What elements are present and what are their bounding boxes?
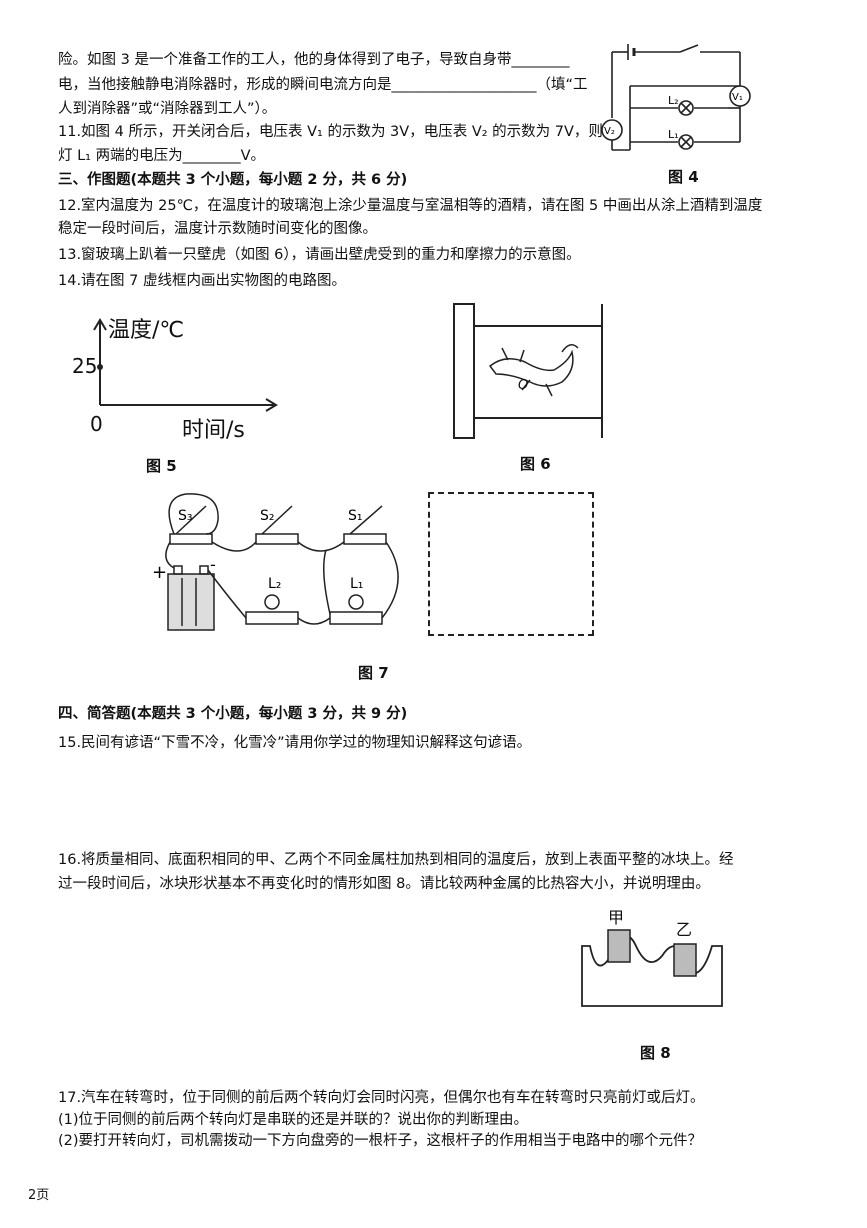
fig6-point-o: O — [518, 378, 529, 393]
fig7-label-s2: S₂ — [260, 508, 275, 524]
fig7-label-l2: L₂ — [268, 576, 281, 592]
fig8-caption: 图 8 — [640, 1044, 671, 1062]
metal-jia — [607, 929, 631, 963]
fig4-label-v2: V₂ — [604, 126, 615, 137]
q17-line-1: 17.汽车在转弯时，位于同侧的前后两个转向灯会同时闪亮，但偶尔也有车在转弯时只亮… — [58, 1090, 705, 1106]
q16-line-2: 过一段时间后，冰块形状基本不再变化时的情形如图 8。请比较两种金属的比热容大小，… — [58, 876, 710, 892]
figure-5-axes — [93, 318, 278, 412]
fig4-label-l1: L₁ — [668, 128, 679, 141]
fig7-caption: 图 7 — [358, 664, 389, 682]
fig4-label-v1: V₁ — [732, 92, 743, 103]
q12-line-2: 稳定一段时间后，温度计示数随时间变化的图像。 — [58, 221, 377, 237]
fig6-caption: 图 6 — [520, 455, 551, 473]
fig7-label-s1: S₁ — [348, 508, 363, 524]
figure-4-circuit: L₂ L₁ V₁ V₂ — [601, 44, 751, 151]
fig7-minus-terminal: - — [210, 555, 216, 574]
q11-line-1: 11.如图 4 所示，开关闭合后，电压表 V₁ 的示数为 3V，电压表 V₂ 的… — [58, 124, 603, 140]
metal-yi — [673, 943, 697, 977]
q17-line-3: (2)要打开转向灯，司机需拨动一下方向盘旁的一根杆子，这根杆子的作用相当于电路中… — [58, 1133, 703, 1149]
q11-line-2: 灯 L₁ 两端的电压为________V。 — [58, 148, 266, 164]
section-4-heading: 四、简答题(本题共 3 个小题，每小题 3 分，共 9 分) — [58, 706, 408, 722]
fig7-label-l1: L₁ — [350, 576, 363, 592]
q10-line-3: 人到消除器”或“消除器到工人”）。 — [58, 101, 277, 117]
page-number: 2页 — [28, 1188, 50, 1203]
q10-line-2: 电，当他接触静电消除器时，形成的瞬间电流方向是_________________… — [58, 77, 588, 93]
q12-line-1: 12.室内温度为 25℃，在温度计的玻璃泡上涂少量温度与室温相等的酒精，请在图 … — [58, 198, 763, 214]
fig7-plus-terminal: + — [152, 562, 167, 583]
fig5-y-tick-25: 25 — [72, 354, 98, 378]
fig5-origin: 0 — [90, 412, 103, 436]
fig5-y-label: 温度/℃ — [108, 318, 185, 343]
q17-line-2: (1)位于同侧的前后两个转向灯是串联的还是并联的？说出你的判断理由。 — [58, 1112, 529, 1128]
fig7-answer-box[interactable] — [428, 492, 594, 636]
fig8-label-yi: 乙 — [676, 920, 693, 939]
q13-text: 13.窗玻璃上趴着一只壁虎（如图 6），请画出壁虎受到的重力和摩擦力的示意图。 — [58, 247, 581, 263]
fig5-x-label: 时间/s — [182, 418, 245, 443]
q14-text: 14.请在图 7 虚线框内画出实物图的电路图。 — [58, 273, 347, 289]
q10-line-1: 险。如图 3 是一个准备工作的工人，他的身体得到了电子，导致自身带_______… — [58, 52, 570, 68]
figure-6-window — [453, 303, 603, 439]
fig8-label-jia: 甲 — [608, 908, 625, 927]
fig4-caption: 图 4 — [668, 168, 699, 186]
section-3-heading: 三、作图题(本题共 3 个小题，每小题 2 分，共 6 分) — [58, 172, 408, 188]
fig7-label-s3: S₃ — [178, 508, 193, 524]
figure-8-ice-block — [581, 929, 723, 1007]
q15-text: 15.民间有谚语“下雪不冷，化雪冷”请用你学过的物理知识解释这句谚语。 — [58, 735, 532, 751]
fig4-label-l2: L₂ — [668, 94, 679, 107]
q16-line-1: 16.将质量相同、底面积相同的甲、乙两个不同金属柱加热到相同的温度后，放到上表面… — [58, 852, 734, 868]
gecko-icon — [488, 344, 579, 397]
figure-7-physical-circuit: S₃ S₂ S₁ L₂ L₁ + - — [152, 493, 399, 631]
fig5-caption: 图 5 — [146, 457, 177, 475]
